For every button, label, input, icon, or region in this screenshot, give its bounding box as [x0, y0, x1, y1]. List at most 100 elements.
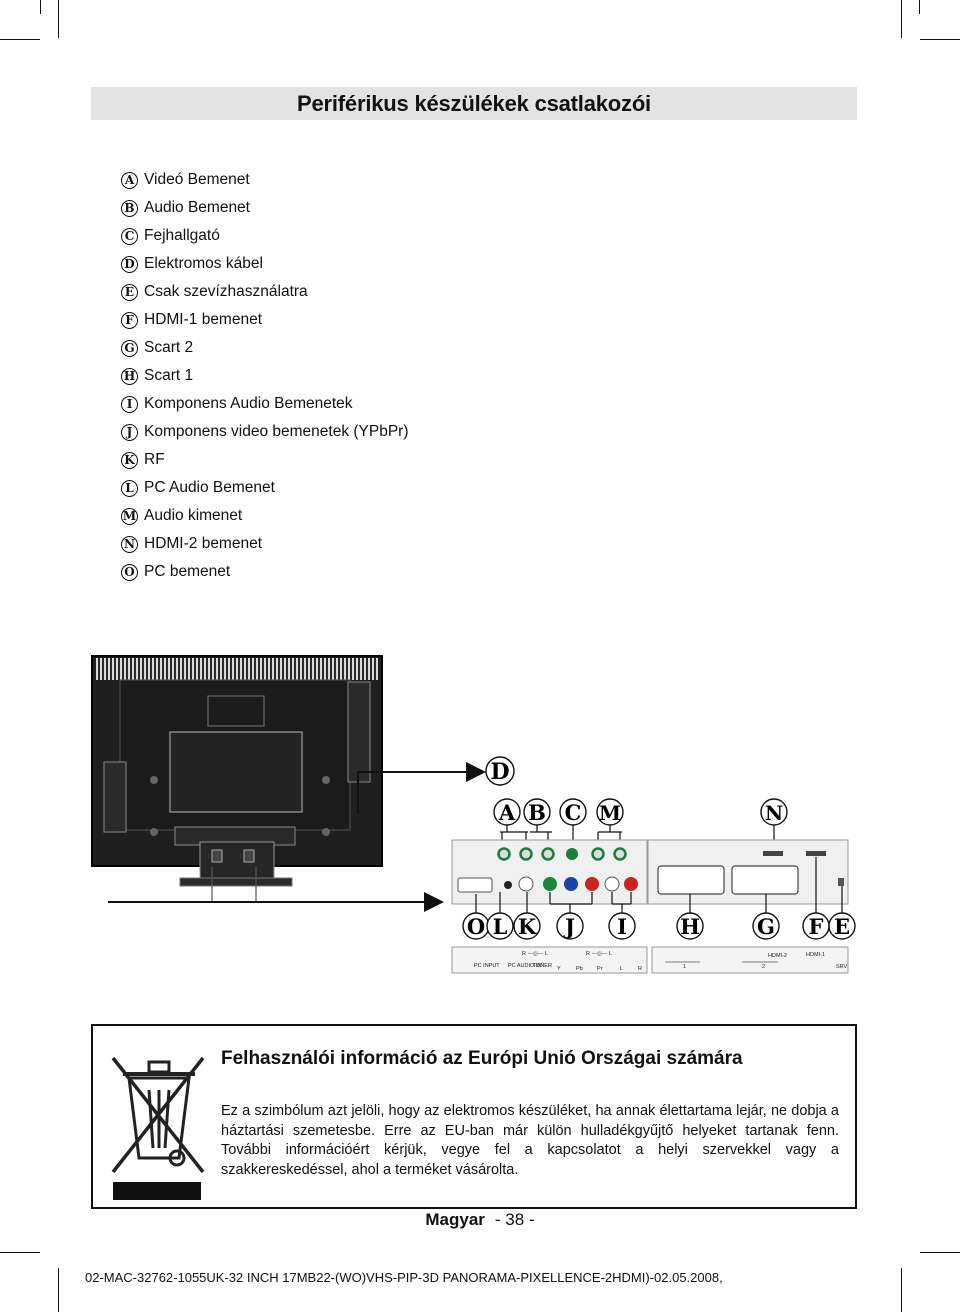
letter-badge: I: [121, 395, 138, 413]
tuner-label: TUNER: [533, 963, 552, 969]
y-label: Y: [557, 966, 561, 972]
legend-item: M Audio kimenet: [121, 502, 409, 530]
crop-mark: [0, 1252, 40, 1253]
svg-text:A: A: [498, 800, 516, 825]
letter-badge: D: [121, 255, 138, 273]
svg-text:B: B: [528, 800, 546, 825]
page-title: Periférikus készülékek csatlakozói: [297, 90, 651, 116]
service-label: SRV: [836, 964, 848, 970]
letter-badge: G: [121, 339, 138, 357]
legend-label: Scart 1: [144, 367, 194, 384]
letter-badge: L: [121, 479, 138, 497]
callout-o: O: [462, 912, 490, 940]
callout-h: H: [676, 912, 704, 940]
crop-mark: [40, 0, 41, 14]
l-label: L: [620, 966, 623, 972]
legend-label: Scart 2: [144, 339, 194, 356]
legend-item: O PC bemenet: [121, 558, 409, 586]
callout-i: I: [608, 912, 636, 940]
crop-mark: [901, 0, 902, 38]
legend-item: I Komponens Audio Bemenetek: [121, 390, 409, 418]
callout-c: C: [559, 798, 587, 826]
legend-item: F HDMI-1 bemenet: [121, 306, 409, 334]
rl-label: R ---◎--- L: [522, 951, 548, 957]
bracket-lines-bottom: [475, 857, 843, 913]
callout-k: K: [513, 912, 541, 940]
legend-item: L PC Audio Bemenet: [121, 474, 409, 502]
svg-text:F: F: [809, 914, 824, 939]
callout-b: B: [523, 798, 551, 826]
crop-mark: [919, 0, 920, 14]
legend-label: PC bemenet: [144, 563, 231, 580]
callout-m: M: [596, 798, 624, 826]
label-strip: PC INPUT PC AUDIO IN TUNER R ---◎--- L R…: [451, 946, 849, 974]
legend-label: Komponens Audio Bemenetek: [144, 395, 353, 412]
rl-label: R ---◎--- L: [586, 951, 612, 957]
legend-item: N HDMI-2 bemenet: [121, 530, 409, 558]
crop-mark: [58, 1268, 59, 1312]
letter-badge: E: [121, 283, 138, 301]
pc-audio-label: PC AUDIO IN: [508, 963, 541, 969]
svg-text:O: O: [467, 914, 485, 939]
crop-mark: [920, 39, 960, 40]
svg-text:G: G: [757, 914, 775, 939]
letter-badge: A: [121, 171, 138, 189]
callout-d: D: [485, 756, 515, 786]
callout-e: E: [828, 912, 856, 940]
callout-g: G: [752, 912, 780, 940]
svg-text:E: E: [834, 914, 850, 939]
legend-label: Elektromos kábel: [144, 255, 263, 272]
svg-text:J: J: [563, 914, 575, 939]
svg-text:I: I: [617, 914, 627, 939]
letter-badge: N: [121, 535, 138, 553]
legend-label: HDMI-1 bemenet: [144, 311, 263, 328]
callout-a: A: [493, 798, 521, 826]
svg-text:L: L: [493, 914, 508, 939]
letter-badge: M: [121, 507, 138, 525]
svg-text:D: D: [490, 759, 509, 785]
legend-label: Audio Bemenet: [144, 199, 250, 216]
crossed-bin-icon: [111, 1056, 205, 1200]
weee-info-box: Felhasználói információ az Európi Unió O…: [91, 1024, 857, 1209]
pr-label: Pr: [597, 966, 603, 972]
callout-n: N: [760, 798, 788, 826]
tv-body: [91, 655, 383, 902]
svg-text:H: H: [680, 914, 700, 939]
letter-badge: F: [121, 311, 138, 329]
legend-label: HDMI-2 bemenet: [144, 535, 263, 552]
language-label: Magyar: [425, 1210, 485, 1229]
letter-badge: O: [121, 563, 138, 581]
callout-l: L: [486, 912, 514, 940]
legend-label: Fejhallgató: [144, 227, 220, 244]
callout-f: F: [802, 912, 830, 940]
svg-text:N: N: [765, 801, 783, 825]
r-label: R: [638, 966, 642, 972]
print-slug: 02-MAC-32762-1055UK-32 INCH 17MB22-(WO)V…: [85, 1270, 725, 1285]
connector-panel-right: [647, 839, 849, 905]
legend-label: RF: [144, 451, 165, 468]
svg-text:K: K: [518, 914, 537, 939]
legend-item: B Audio Bemenet: [121, 194, 409, 222]
page-footer: Magyar- 38 -: [0, 1210, 960, 1230]
hdmi1-label: HDMI-1: [806, 952, 825, 958]
legend-label: PC Audio Bemenet: [144, 479, 275, 496]
legend-label: Audio kimenet: [144, 507, 243, 524]
legend-item: H Scart 1: [121, 362, 409, 390]
letter-badge: B: [121, 199, 138, 217]
legend-item: A Videó Bemenet: [121, 166, 409, 194]
legend-label: Komponens video bemenetek (YPbPr): [144, 423, 409, 440]
legend-label: Videó Bemenet: [144, 171, 250, 188]
pc-input-label: PC INPUT: [474, 963, 500, 969]
weee-body: Ez a szimbólum azt jelöli, hogy az elekt…: [221, 1103, 839, 1178]
crop-mark: [0, 39, 40, 40]
svg-text:M: M: [599, 801, 621, 825]
letter-badge: H: [121, 367, 138, 385]
svg-text:C: C: [565, 800, 582, 825]
pb-label: Pb: [576, 966, 583, 972]
legend-item: G Scart 2: [121, 334, 409, 362]
tv-rear-diagram: D A B C M N: [91, 655, 856, 974]
